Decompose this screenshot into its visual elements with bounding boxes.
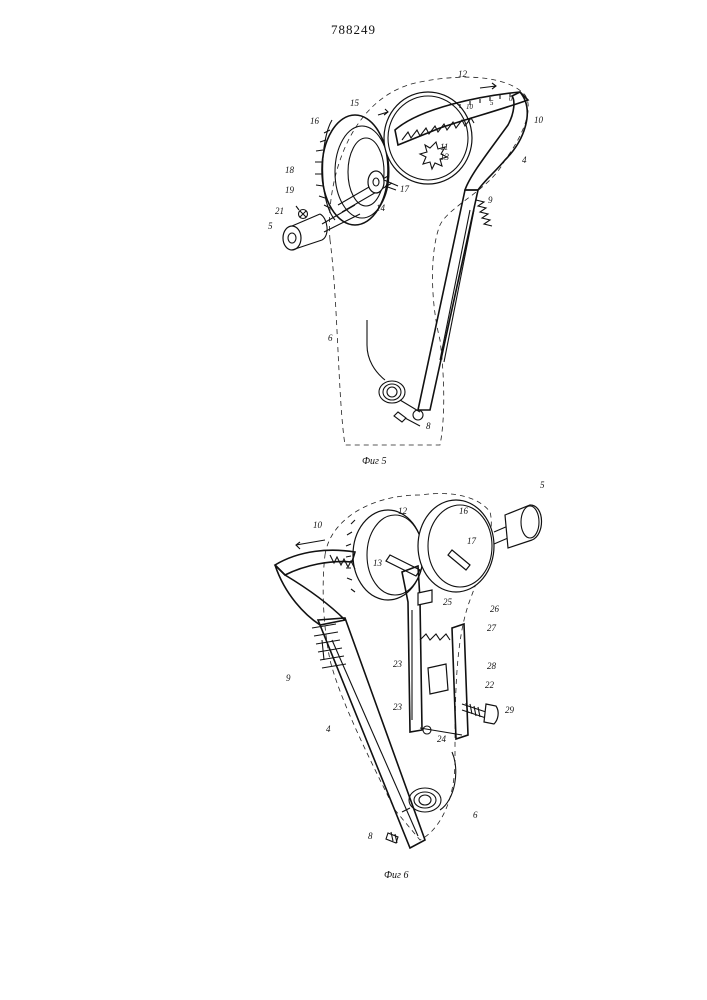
fig6-label-17: 17 xyxy=(467,536,477,546)
fig5-arrow xyxy=(480,83,496,89)
fig6-label-26: 26 xyxy=(490,604,500,614)
fig5-pivot-8 xyxy=(394,412,420,426)
fig5-scale-5: 5 xyxy=(490,99,494,107)
fig5-label-16: 16 xyxy=(310,116,320,126)
fig5-label-5: 5 xyxy=(268,221,273,231)
fig5-label-15: 15 xyxy=(350,98,360,108)
fig5-label-18: 18 xyxy=(285,165,295,175)
fig6-label-13: 13 xyxy=(373,558,383,568)
fig6-label-9: 9 xyxy=(286,673,291,683)
fig6-label-22: 22 xyxy=(485,680,495,690)
fig5-label-9: 9 xyxy=(488,195,493,205)
figure-6: 12 16 5 10 13 17 25 26 27 23 28 22 23 29… xyxy=(275,480,545,881)
fig6-pivot-8 xyxy=(386,832,398,843)
fig5-label-4: 4 xyxy=(522,155,527,165)
fig5-label-12: 12 xyxy=(458,69,468,79)
fig6-label-8: 8 xyxy=(368,831,373,841)
fig6-label-25: 25 xyxy=(443,597,453,607)
fig6-spring-6 xyxy=(402,752,456,812)
fig6-toothed-sector-10 xyxy=(275,550,355,575)
fig6-label-6: 6 xyxy=(473,810,478,820)
fig5-collar-14 xyxy=(368,171,398,193)
fig5-scale-10: 10 xyxy=(466,103,474,111)
fig5-label-14: 14 xyxy=(376,203,386,213)
fig5-arrow xyxy=(378,109,388,115)
fig6-lever-4 xyxy=(275,565,425,848)
fig6-label-10: 10 xyxy=(313,520,323,530)
fig5-label-21: 21 xyxy=(275,206,284,216)
fig6-label-12: 12 xyxy=(398,506,408,516)
fig6-label-24: 24 xyxy=(437,734,447,744)
fig5-label-10: 10 xyxy=(534,115,544,125)
fig5-scale-0: 0 xyxy=(509,95,513,103)
fig5-label-11: 11 xyxy=(440,142,448,152)
fig5-label-13: 13 xyxy=(440,152,450,162)
fig6-label-27: 27 xyxy=(487,623,497,633)
fig6-label-29: 29 xyxy=(505,705,515,715)
fig6-slider-28 xyxy=(428,664,448,694)
figure-5: 12 15 16 18 19 21 5 11 13 17 14 10 4 9 6… xyxy=(268,69,544,467)
fig5-label-8: 8 xyxy=(426,421,431,431)
fig5-spring-6 xyxy=(367,320,420,412)
fig5-label-17: 17 xyxy=(400,184,410,194)
fig6-label-5: 5 xyxy=(540,480,545,490)
fig6-label-23b: 23 xyxy=(393,702,403,712)
fig6-caption: Фиг 6 xyxy=(384,870,408,881)
fig6-disc-12 xyxy=(346,510,423,600)
fig5-caption: Фиг 5 xyxy=(362,456,386,467)
fig5-screw-21 xyxy=(296,206,308,219)
fig6-arrow xyxy=(296,540,325,549)
fig6-label-23a: 23 xyxy=(393,659,403,669)
fig6-disc-16 xyxy=(418,500,494,592)
fig6-block-25 xyxy=(418,590,432,605)
fig6-label-28: 28 xyxy=(487,661,497,671)
fig6-bushing-5 xyxy=(505,505,542,548)
fig6-label-16: 16 xyxy=(459,506,469,516)
fig5-label-19: 19 xyxy=(285,185,295,195)
fig5-label-6: 6 xyxy=(328,333,333,343)
fig6-label-4: 4 xyxy=(326,724,331,734)
